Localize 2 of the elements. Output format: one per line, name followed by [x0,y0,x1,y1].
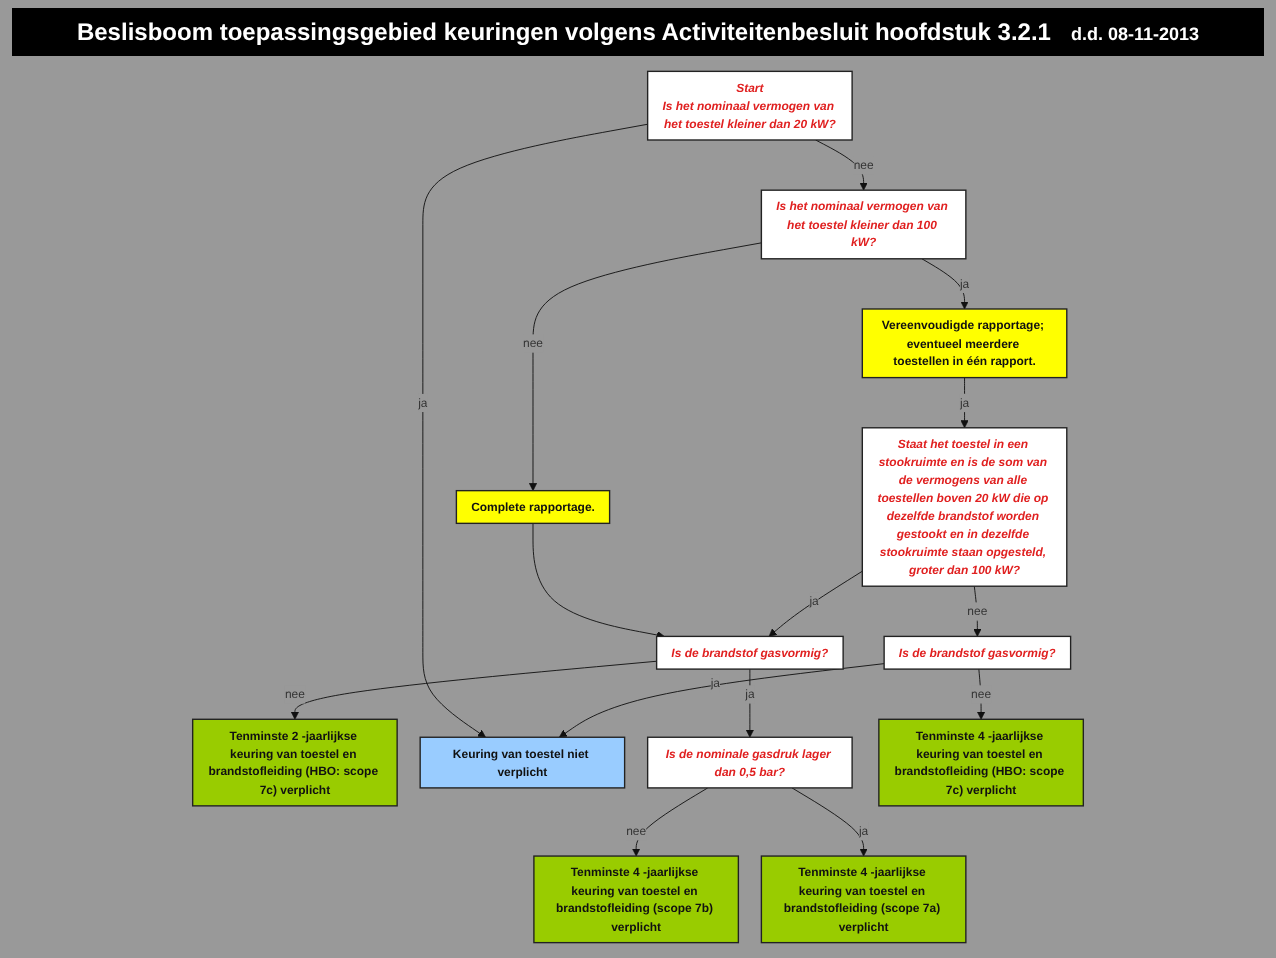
date-label: d.d. 08-11-2013 [1070,24,1200,44]
title: Beslisboom toepassingsgebied keuringen volgens Activiteitenbesluit hoofdstuk 3.2.1 [76,18,1051,46]
